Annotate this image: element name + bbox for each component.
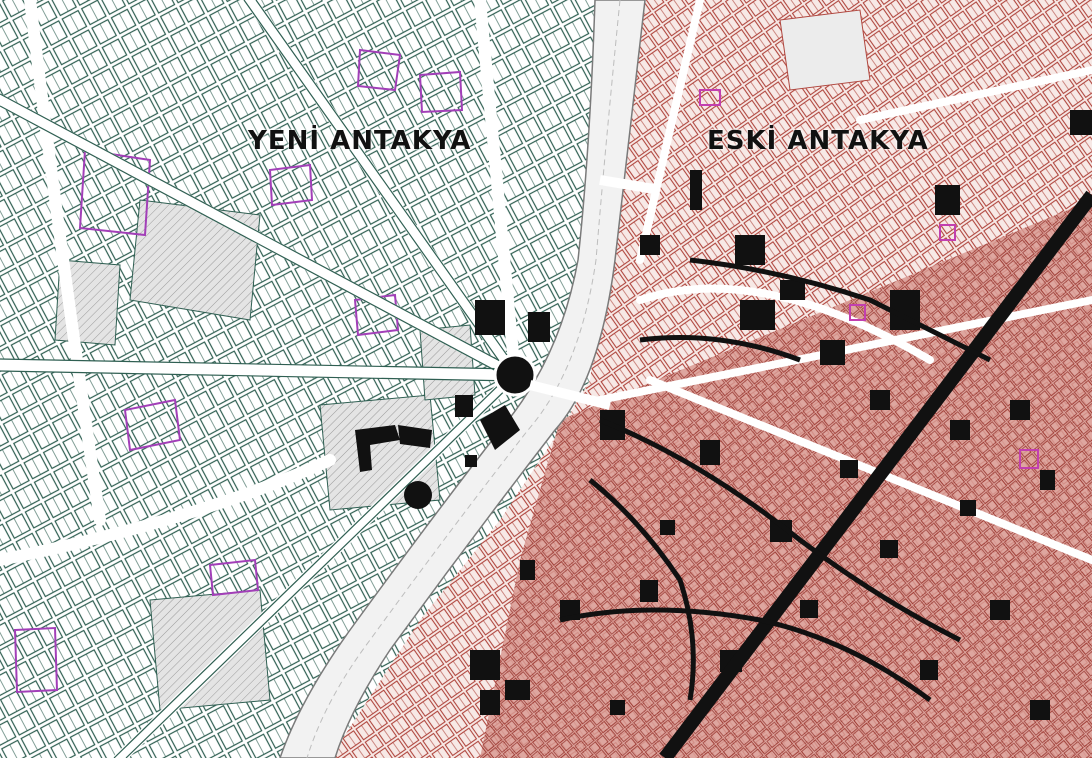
parcel-outline: [123, 398, 182, 452]
parcel-outline: [13, 626, 59, 694]
parcel-outline: [353, 293, 400, 337]
avenue-edges: [0, 0, 522, 758]
parcel-outline: [78, 148, 152, 237]
east-dense-area: [480, 200, 1092, 758]
roundabout: [493, 353, 537, 397]
hatched-block: [129, 199, 261, 321]
parcel-outline: [356, 48, 402, 92]
avenues: [0, 0, 521, 758]
river: [279, 0, 646, 758]
bridges: [528, 175, 661, 410]
district-label-eski-antakya: ESKİ ANTAKYA: [707, 126, 929, 156]
street-network: [559, 257, 992, 703]
magenta-parcels: [699, 89, 1039, 469]
hatched-block: [779, 9, 871, 91]
hatched-block: [149, 589, 271, 711]
main-diagonal-street: [659, 190, 1092, 758]
parcel-outline: [208, 558, 260, 597]
parcel-outline: [418, 70, 464, 114]
district-label-yeni-antakya: YENİ ANTAKYA: [248, 126, 472, 156]
buildings: [355, 110, 1092, 720]
east-streets: [596, 0, 1092, 564]
parcel-outline: [268, 163, 314, 207]
